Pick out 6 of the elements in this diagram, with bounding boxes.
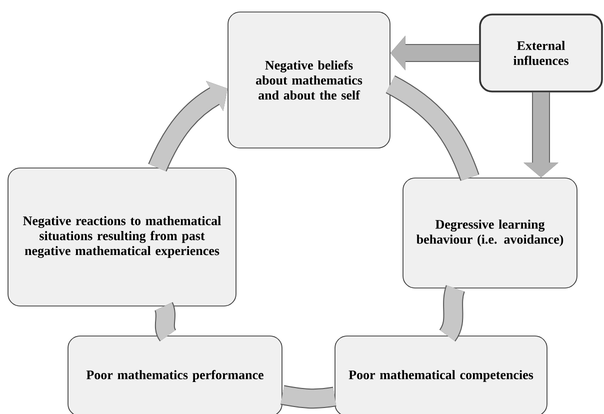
process-box: Poor mathematical competencies [334, 336, 548, 414]
process-box: Negative reactions to mathematical situations resulting from past negative mathematical experiences [8, 168, 236, 306]
process-box: Poor mathematics performance [68, 336, 282, 414]
process-box: Negative beliefs about mathematics and about the self [228, 12, 390, 148]
process-box: Degressive learning behaviour (i.e. avoidance) [402, 178, 578, 288]
process-box: External influences [479, 14, 603, 92]
